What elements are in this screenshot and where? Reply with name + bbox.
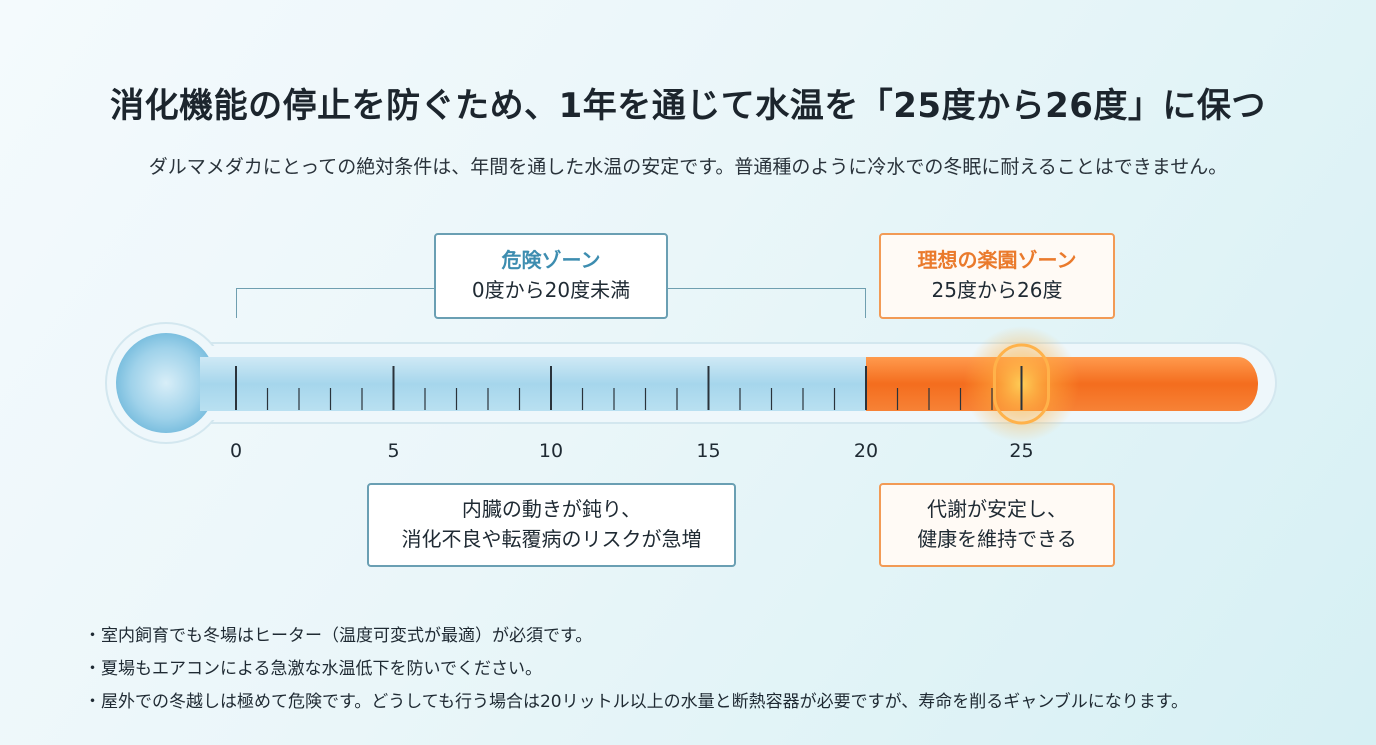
scale-label: 20 — [853, 440, 879, 462]
ideal-zone-title: 理想の楽園ゾーン — [917, 248, 1077, 272]
danger-effect-line2: 消化不良や転覆病のリスクが急増 — [401, 527, 702, 551]
scale-ticks — [235, 366, 1023, 410]
ideal-effect-line1: 代謝が安定し、 — [927, 497, 1067, 521]
danger-effect-line1: 内臓の動きが鈍り、 — [461, 497, 642, 521]
ideal-effect-line2: 健康を維持できる — [917, 527, 1077, 551]
ideal-marker-ring — [993, 343, 1050, 425]
notes-list: 室内飼育でも冬場はヒーター（温度可変式が最適）が必須です。 夏場もエアコンによる… — [84, 620, 1324, 719]
scale-label: 10 — [538, 440, 564, 462]
warm-fill-cap — [1218, 357, 1258, 411]
ideal-zone-box: 理想の楽園ゾーン 25度から26度 — [879, 233, 1115, 319]
page-title: 消化機能の停止を防ぐため、1年を通じて水温を「25度から26度」に保つ — [110, 86, 1266, 126]
danger-zone-title: 危険ゾーン — [501, 248, 601, 272]
ideal-effect-box: 代謝が安定し、 健康を維持できる — [879, 483, 1115, 567]
scale-label: 5 — [387, 440, 400, 462]
danger-zone-range: 0度から20度未満 — [471, 278, 631, 302]
thermometer — [105, 322, 1277, 444]
note-item: 夏場もエアコンによる急激な水温低下を防いでください。 — [84, 653, 1324, 686]
note-item: 室内飼育でも冬場はヒーター（温度可変式が最適）が必須です。 — [84, 620, 1324, 653]
scale-label: 25 — [1009, 440, 1034, 462]
cold-fill-bar — [200, 357, 866, 411]
scale-label: 0 — [229, 440, 243, 462]
danger-effect-box: 内臓の動きが鈍り、 消化不良や転覆病のリスクが急増 — [367, 483, 736, 567]
ideal-zone-range: 25度から26度 — [931, 278, 1063, 302]
danger-zone-box: 危険ゾーン 0度から20度未満 — [434, 233, 668, 319]
thermometer-bulb — [116, 333, 216, 433]
scale-label: 15 — [696, 440, 721, 462]
note-item: 屋外での冬越しは極めて危険です。どうしても行う場合は20リットル以上の水量と断熱… — [84, 686, 1324, 719]
page-subtitle: ダルマメダカにとっての絶対条件は、年間を通した水温の安定です。普通種のように冷水… — [148, 156, 1228, 178]
